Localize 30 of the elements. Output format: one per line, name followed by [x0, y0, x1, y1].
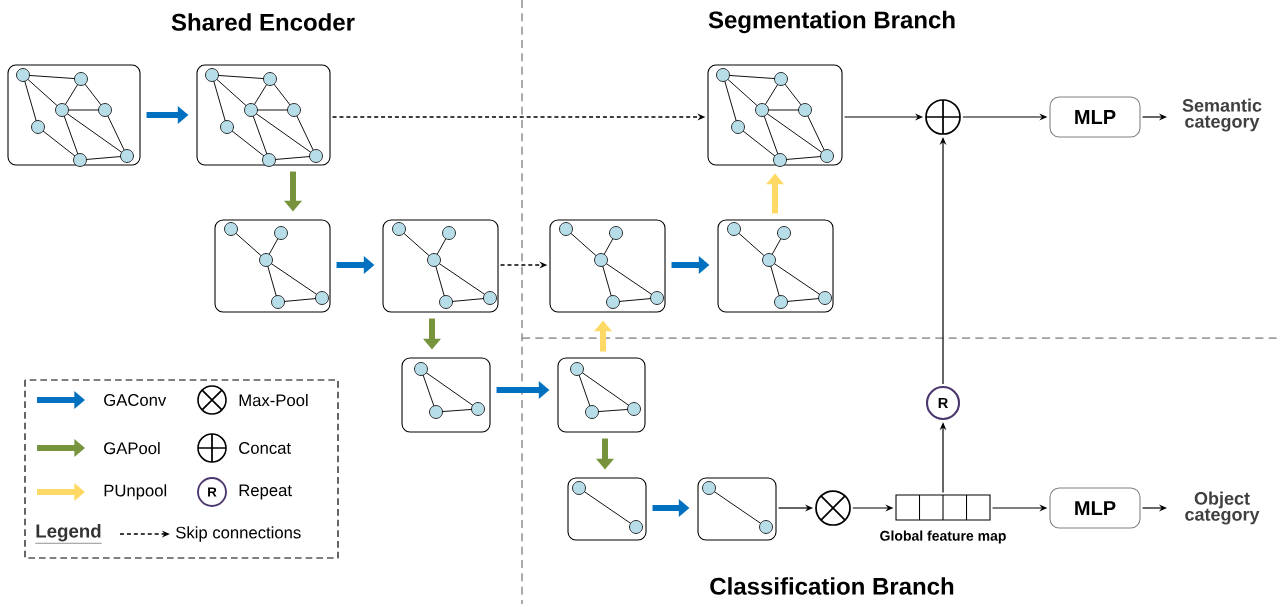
legend-text: Concat — [239, 442, 291, 454]
section-title: Classification Branch — [710, 577, 954, 595]
mlp-box: MLP — [1049, 96, 1141, 138]
legend-title: Legend — [35, 523, 102, 544]
graph-box — [567, 477, 647, 541]
feature-map-label: Global feature map — [880, 530, 1006, 544]
graph-box — [214, 219, 331, 313]
mlp-box: MLP — [1049, 487, 1141, 529]
legend-text: GAPool — [104, 441, 160, 455]
output-label: Semantic category — [1182, 98, 1262, 132]
legend-text: GAConv — [104, 394, 167, 406]
max-pool-symbol — [815, 490, 851, 526]
section-title: Shared Encoder — [171, 13, 355, 31]
graph-box — [7, 64, 141, 166]
graph-box — [196, 64, 331, 166]
graph-box — [557, 357, 646, 433]
graph-box — [717, 219, 834, 313]
graph-box — [382, 219, 499, 313]
section-title: Segmentation Branch — [708, 10, 955, 34]
legend-text: Max-Pool — [239, 393, 308, 407]
feature-map-bar — [895, 494, 991, 521]
legend-text: PUnpool — [104, 484, 167, 500]
legend-text: Repeat — [239, 484, 292, 500]
graph-box — [697, 477, 777, 541]
graph-box — [549, 219, 666, 313]
concat-symbol — [925, 99, 961, 135]
graph-box — [707, 64, 843, 166]
graph-box — [401, 357, 491, 433]
output-label: Object category — [1185, 491, 1260, 525]
legend-text: Skip connections — [176, 526, 301, 542]
